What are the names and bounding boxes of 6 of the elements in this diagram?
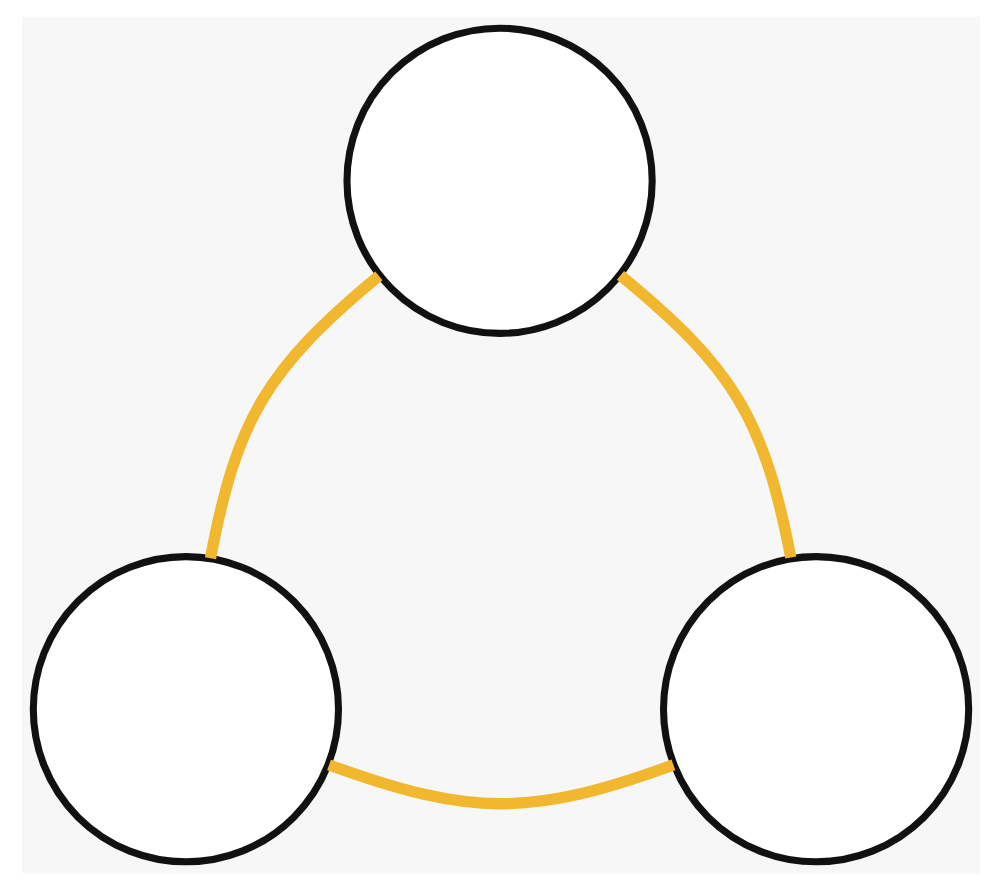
node-circle [28,553,342,866]
connector [203,271,382,560]
node-circle [342,24,655,337]
connector [326,759,675,810]
node-circle [658,553,972,866]
connector [615,270,796,559]
